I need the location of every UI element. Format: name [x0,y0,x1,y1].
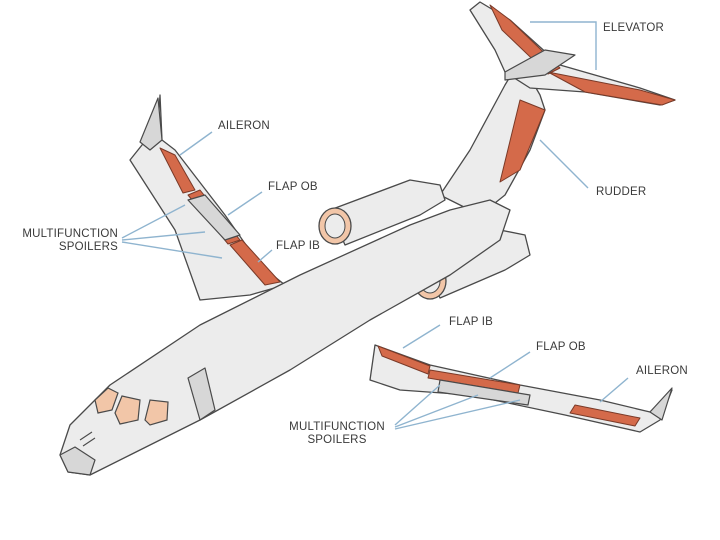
label-flap-ib-left: FLAP IB [276,240,321,252]
tail-fairing [504,49,576,81]
right-aileron-surface [569,404,641,427]
label-flap-ob-left: FLAP OB [268,181,318,193]
leader-flap-ob-left [227,191,263,216]
label-flap-ib-right: FLAP IB [449,316,494,328]
left-engine-intake-inner [324,213,346,239]
fuselage [59,199,511,476]
label-rudder: RUDDER [596,186,647,198]
left-engine-nacelle [329,179,446,246]
nose-cone [59,446,96,476]
leader-flap-ib-right [402,324,441,349]
label-spoilers-left-line2: SPOILERS [58,241,118,253]
right-flap-ib-surface [377,345,431,375]
leader-spoilers-right-1 [394,384,441,426]
cabin-door [187,367,216,421]
label-spoilers-right: MULTIFUNCTION SPOILERS [282,421,392,447]
leader-spoilers-right-3 [394,399,521,430]
cockpit-window-center [114,395,141,425]
left-aileron-surface [159,147,196,194]
left-flap-ib-surface [229,239,281,286]
leader-spoilers-left-1 [121,204,186,239]
leader-spoilers-left-3 [121,241,223,259]
label-flap-ob-right: FLAP OB [536,341,586,353]
leader-spoilers-left-2 [121,231,206,241]
leader-aileron-right [599,377,629,403]
label-spoilers-left-line1: MULTIFUNCTION [22,228,118,240]
leader-flap-ob-right [489,351,531,379]
cockpit-window-left [94,387,119,414]
left-spoilers [187,194,241,241]
label-aileron-right: AILERON [636,365,688,377]
label-elevator: ELEVATOR [603,22,665,34]
leader-flap-ib-left [257,249,273,263]
label-spoilers-right-line2: SPOILERS [307,434,367,446]
right-spoilers [437,379,531,406]
leader-elevator [530,21,597,70]
leader-aileron-left [179,131,213,156]
left-winglet [139,97,163,151]
label-spoilers-left: MULTIFUNCTION SPOILERS [15,228,118,254]
rudder-surface [499,99,546,183]
pitot-probe [79,431,96,447]
right-winglet [649,387,673,421]
elevator-surface-right [547,71,676,106]
label-aileron-left: AILERON [218,120,270,132]
cockpit-window-right [144,399,169,426]
label-spoilers-right-line1: MULTIFUNCTION [289,421,385,433]
leader-spoilers-right-2 [394,394,479,428]
leader-rudder [539,139,589,189]
